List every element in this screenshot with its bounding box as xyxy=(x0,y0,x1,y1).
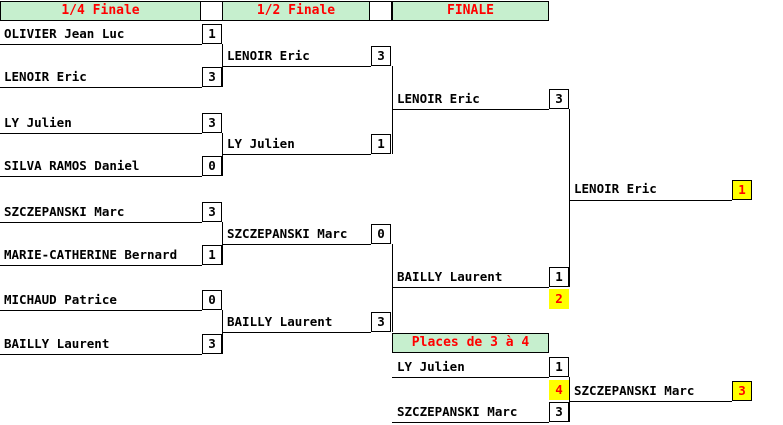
sf-score-3: 0 xyxy=(371,224,391,244)
third-place-score-1: 1 xyxy=(549,357,569,377)
sf-player-1: LENOIR Eric xyxy=(227,48,310,63)
qf-player-1: OLIVIER Jean Luc xyxy=(4,26,125,41)
qf-player-7: MICHAUD Patrice xyxy=(4,292,117,307)
third-place-winner-player: SZCZEPANSKI Marc xyxy=(574,383,695,398)
third-place-player-2: SZCZEPANSKI Marc xyxy=(397,404,518,419)
final-score-1: 3 xyxy=(549,89,569,109)
qf-line-1 xyxy=(0,44,202,45)
qf-line-6 xyxy=(0,265,202,266)
third-place-line-1 xyxy=(392,377,549,378)
qf-player-3: LY Julien xyxy=(4,115,72,130)
qf-line-8 xyxy=(0,354,202,355)
qf-line-4 xyxy=(0,176,202,177)
sf-line-2 xyxy=(222,154,371,155)
qf-player-4: SILVA RAMOS Daniel xyxy=(4,158,140,173)
qf-player-8: BAILLY Laurent xyxy=(4,336,110,351)
winner-player: LENOIR Eric xyxy=(574,181,657,196)
qf-player-5: SZCZEPANSKI Marc xyxy=(4,204,125,219)
header-final: FINALE xyxy=(392,1,549,21)
sf-line-1 xyxy=(222,66,371,67)
qf-score-6: 1 xyxy=(202,245,222,265)
qf-score-1: 1 xyxy=(202,24,222,44)
winner-line xyxy=(569,200,732,201)
connector-qf-3 xyxy=(222,222,223,265)
final-score-2: 1 xyxy=(549,267,569,287)
qf-score-3: 3 xyxy=(202,113,222,133)
final-place-2: 2 xyxy=(549,289,569,309)
qf-score-2: 3 xyxy=(202,67,222,87)
header-quarter-blank xyxy=(201,1,223,21)
qf-player-2: LENOIR Eric xyxy=(4,69,87,84)
qf-line-7 xyxy=(0,310,202,311)
qf-line-2 xyxy=(0,87,202,88)
header-semi-finals: 1/2 Finale xyxy=(222,1,370,21)
third-place-score-2: 3 xyxy=(549,402,569,422)
final-player-2: BAILLY Laurent xyxy=(397,269,503,284)
sf-player-4: BAILLY Laurent xyxy=(227,314,333,329)
qf-score-4: 0 xyxy=(202,156,222,176)
sf-line-3 xyxy=(222,244,371,245)
third-place-player-1: LY Julien xyxy=(397,359,465,374)
final-player-1: LENOIR Eric xyxy=(397,91,480,106)
sf-player-2: LY Julien xyxy=(227,136,295,151)
third-place-winner-place: 3 xyxy=(732,381,752,401)
connector-sf-1 xyxy=(392,66,393,154)
sf-score-2: 1 xyxy=(371,134,391,154)
connector-sf-2 xyxy=(392,244,393,332)
header-semi-blank xyxy=(370,1,392,21)
header-places: Places de 3 à 4 xyxy=(392,333,549,353)
sf-line-4 xyxy=(222,332,371,333)
connector-qf-1 xyxy=(222,44,223,87)
third-place-place-4: 4 xyxy=(549,380,569,400)
third-place-winner-line xyxy=(569,401,732,402)
final-line-1 xyxy=(392,109,549,110)
sf-player-3: SZCZEPANSKI Marc xyxy=(227,226,348,241)
final-line-2 xyxy=(392,287,549,288)
qf-score-7: 0 xyxy=(202,290,222,310)
connector-final xyxy=(569,109,570,287)
sf-score-4: 3 xyxy=(371,312,391,332)
qf-line-3 xyxy=(0,133,202,134)
third-place-line-2 xyxy=(392,422,549,423)
qf-player-6: MARIE-CATHERINE Bernard xyxy=(4,247,178,262)
qf-score-8: 3 xyxy=(202,334,222,354)
connector-third-place xyxy=(569,377,570,422)
qf-score-5: 3 xyxy=(202,202,222,222)
header-quarter-finals: 1/4 Finale xyxy=(0,1,201,21)
qf-line-5 xyxy=(0,222,202,223)
sf-score-1: 3 xyxy=(371,46,391,66)
winner-place: 1 xyxy=(732,180,752,200)
